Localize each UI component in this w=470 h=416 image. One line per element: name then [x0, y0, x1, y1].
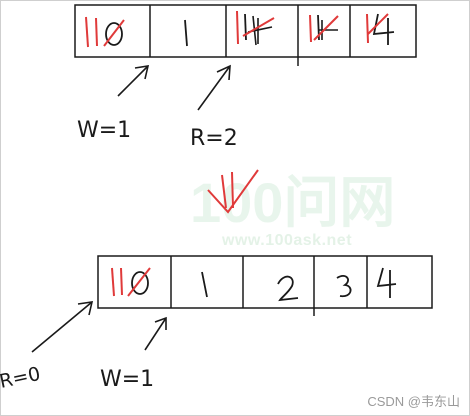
bottom-w-label: W=1 — [100, 367, 154, 392]
top-r-label: R=2 — [190, 126, 238, 151]
watermark-logo: 100问网 — [190, 171, 395, 234]
top-array — [74, 4, 417, 66]
transition-arrow-icon — [207, 169, 259, 214]
top-cell-2 — [236, 10, 275, 46]
bottom-cell-0 — [111, 267, 151, 297]
top-cell-4 — [366, 13, 395, 45]
top-w-arrow — [117, 65, 150, 97]
bottom-r-label: R=0 — [0, 363, 42, 393]
bottom-array-outline — [97, 255, 433, 309]
top-w-label: W=1 — [77, 118, 131, 143]
bottom-cell-3 — [336, 274, 352, 298]
bottom-cell-4 — [376, 267, 397, 298]
bottom-w-arrow — [144, 316, 167, 351]
top-r-arrow — [197, 64, 231, 111]
top-cell-0 — [85, 16, 125, 48]
footer-credit: CSDN @韦东山 — [367, 394, 460, 409]
top-cell-3 — [309, 14, 339, 43]
watermark-url: www.100ask.net — [222, 232, 353, 249]
bottom-r-arrow — [31, 301, 94, 353]
bottom-cell-1 — [201, 271, 208, 298]
bottom-array — [97, 255, 433, 316]
top-cell-1 — [184, 19, 188, 47]
bottom-cell-2 — [277, 275, 299, 302]
top-array-outline — [74, 4, 417, 58]
